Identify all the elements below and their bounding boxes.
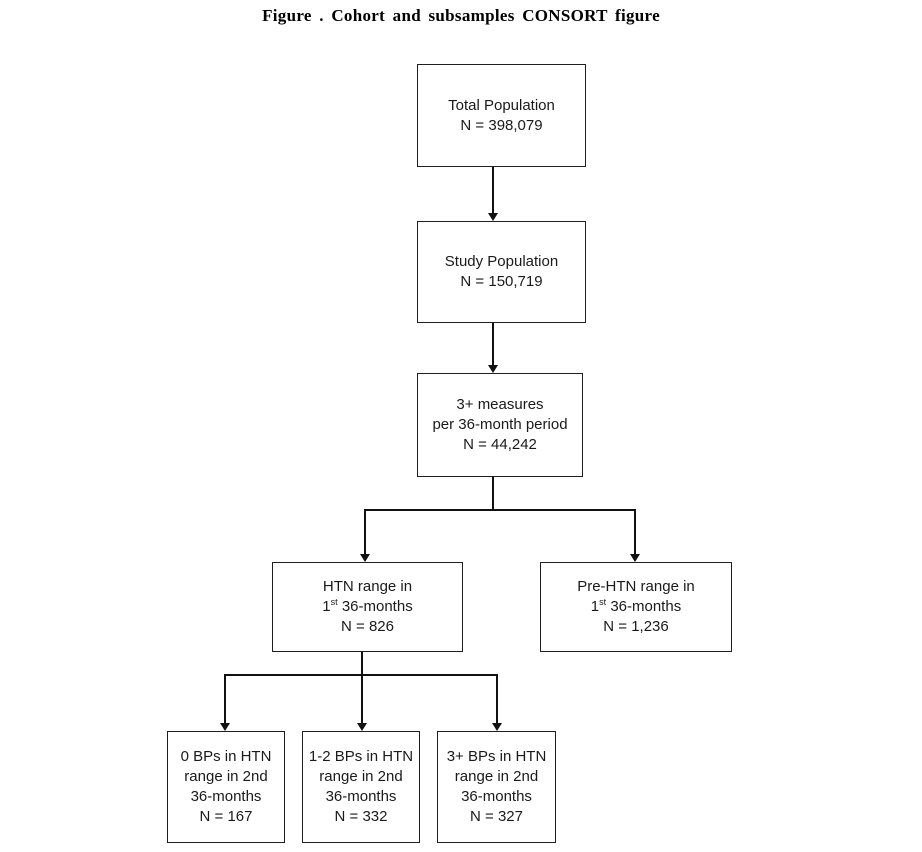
box-zero-bps: 0 BPs in HTN range in 2nd 36-months N = … <box>167 731 285 843</box>
box-measures: 3+ measures per 36-month period N = 44,2… <box>417 373 583 477</box>
box-line: 36-months <box>461 788 532 805</box>
box-line-n-value: N = 1,236 <box>603 618 669 635</box>
box-line: 1st 36-months <box>590 597 682 616</box>
box-line: range in 2nd <box>184 768 268 785</box>
box-line: range in 2nd <box>454 768 539 785</box>
box-pre-htn-range: Pre-HTN range in 1st 36-months N = 1,236 <box>540 562 732 652</box>
box-line-n-value: N = 167 <box>199 808 253 825</box>
box-one-two-bps: 1-2 BPs in HTN range in 2nd 36-months N … <box>302 731 420 843</box>
box-line: 36-months <box>190 788 262 805</box>
arrow-to-htn-line <box>364 509 366 554</box>
figure-title: Figure . Cohort and subsamples CONSORT f… <box>262 6 660 25</box>
box-line: Study Population <box>444 253 559 270</box>
box-total-population: Total Population N = 398,079 <box>417 64 586 167</box>
box-line: Total Population <box>448 96 555 114</box>
connector-split1-stem <box>492 477 494 509</box>
arrow-total-to-study-line <box>492 167 494 213</box>
box-line-n-value: N = 398,079 <box>460 116 543 134</box>
box-htn-range: HTN range in 1st 36-months N = 826 <box>272 562 463 652</box>
arrow-to-threebps-head <box>492 723 502 731</box>
box-line-n-value: N = 150,719 <box>460 273 543 290</box>
arrow-to-onetwobps-line <box>361 652 363 723</box>
box-line: range in 2nd <box>319 768 403 785</box>
arrow-study-to-measures-head <box>488 365 498 373</box>
connector-split1-horizontal <box>364 509 636 511</box>
box-line-n-value: N = 44,242 <box>463 436 537 453</box>
box-study-population: Study Population N = 150,719 <box>417 221 586 323</box>
box-line: Pre-HTN range in <box>577 578 695 595</box>
ordinal-superscript: st <box>599 597 607 607</box>
box-line: 0 BPs in HTN <box>180 748 272 765</box>
box-three-plus-bps: 3+ BPs in HTN range in 2nd 36-months N =… <box>437 731 556 843</box>
arrow-study-to-measures-line <box>492 323 494 365</box>
box-line: HTN range in <box>322 578 413 595</box>
arrow-to-threebps-line <box>496 674 498 723</box>
arrow-to-prehtn-head <box>630 554 640 562</box>
arrow-to-htn-head <box>360 554 370 562</box>
box-line: 36-months <box>325 788 397 805</box>
box-line: 3+ BPs in HTN <box>446 748 547 765</box>
arrow-to-zerobps-line <box>224 674 226 723</box>
arrow-to-onetwobps-head <box>357 723 367 731</box>
box-line: 1-2 BPs in HTN <box>308 748 414 765</box>
ordinal-superscript: st <box>330 597 338 607</box>
box-line: per 36-month period <box>432 416 568 433</box>
arrow-total-to-study-head <box>488 213 498 221</box>
box-line-n-value: N = 327 <box>470 808 523 825</box>
box-line: 3+ measures <box>456 396 544 413</box>
box-line-n-value: N = 826 <box>341 618 394 635</box>
box-line: 1st 36-months <box>322 597 413 616</box>
arrow-to-zerobps-head <box>220 723 230 731</box>
arrow-to-prehtn-line <box>634 509 636 554</box>
box-line-n-value: N = 332 <box>334 808 388 825</box>
